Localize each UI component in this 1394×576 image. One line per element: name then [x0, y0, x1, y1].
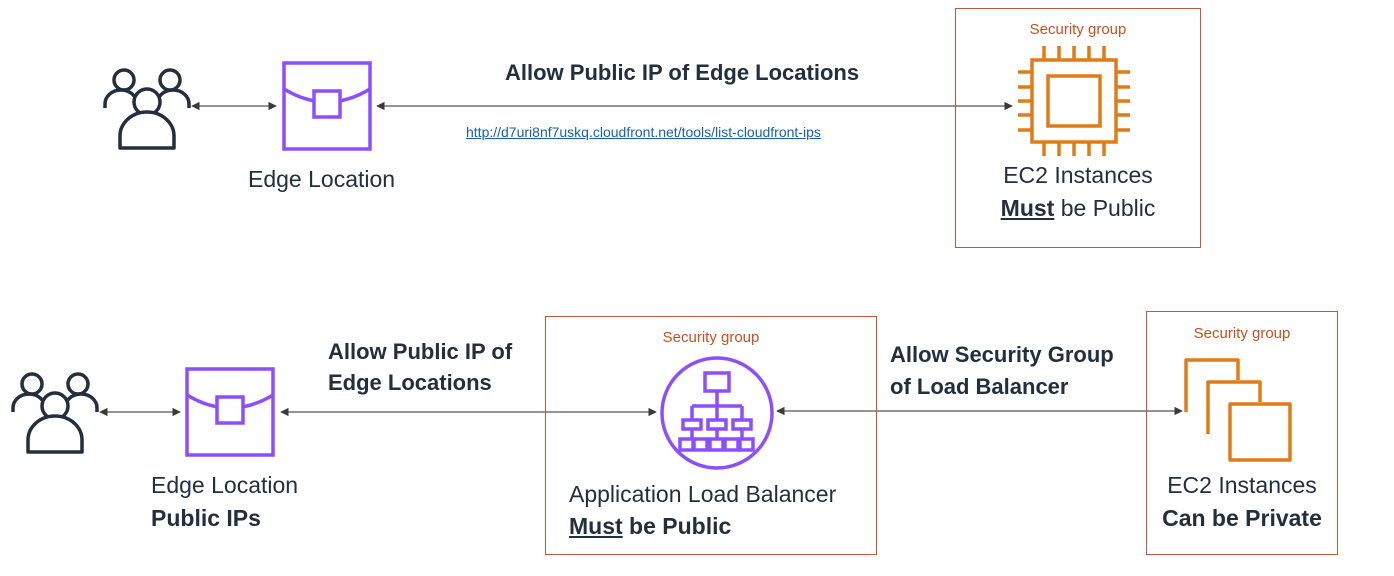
edge-location-label: Edge Location	[248, 166, 396, 192]
allow-public-ip-label-line1: Allow Public IP of	[328, 339, 513, 364]
can-be-private-label: Can be Private	[1162, 505, 1322, 531]
allow-sg-label-line1: Allow Security Group	[890, 342, 1114, 367]
be-public-text: be Public	[1054, 195, 1156, 221]
ec2-security-group-box	[1146, 311, 1338, 555]
must-emphasis: Must	[1000, 195, 1055, 221]
allow-public-ip-label-line2: Edge Locations	[328, 370, 492, 395]
security-group-box	[955, 8, 1201, 248]
load-balancer-icon	[660, 356, 774, 470]
allow-sg-label-line2: of Load Balancer	[890, 374, 1069, 399]
alb-label: Application Load Balancer	[569, 481, 837, 507]
ec2-instances-icon	[1184, 358, 1292, 462]
be-public-text: be Public	[622, 513, 732, 539]
edge-location-icon	[185, 367, 275, 457]
alb-security-group-label: Security group	[662, 329, 760, 346]
must-emphasis: Must	[569, 513, 623, 539]
ec2-instances-label: EC2 Instances	[1003, 162, 1153, 188]
alb-public-note: Must be Public	[569, 510, 731, 543]
cloudfront-ips-link[interactable]: http://d7uri8nf7uskq.cloudfront.net/tool…	[466, 124, 821, 140]
edge-location-label: Edge Location	[151, 472, 299, 498]
public-ips-label: Public IPs	[151, 505, 261, 531]
users-icon	[103, 68, 191, 150]
allow-public-ip-label: Allow Public IP of Edge Locations	[505, 60, 860, 85]
ec2-instances-label: EC2 Instances	[1167, 472, 1317, 498]
edge-location-icon	[282, 61, 372, 151]
ec2-chip-icon	[1018, 46, 1130, 156]
users-icon	[11, 372, 99, 454]
security-group-label: Security group	[1029, 21, 1127, 38]
ec2-security-group-label: Security group	[1193, 325, 1291, 342]
ec2-public-note: Must be Public	[955, 192, 1201, 225]
alb-security-group-box	[545, 316, 877, 555]
